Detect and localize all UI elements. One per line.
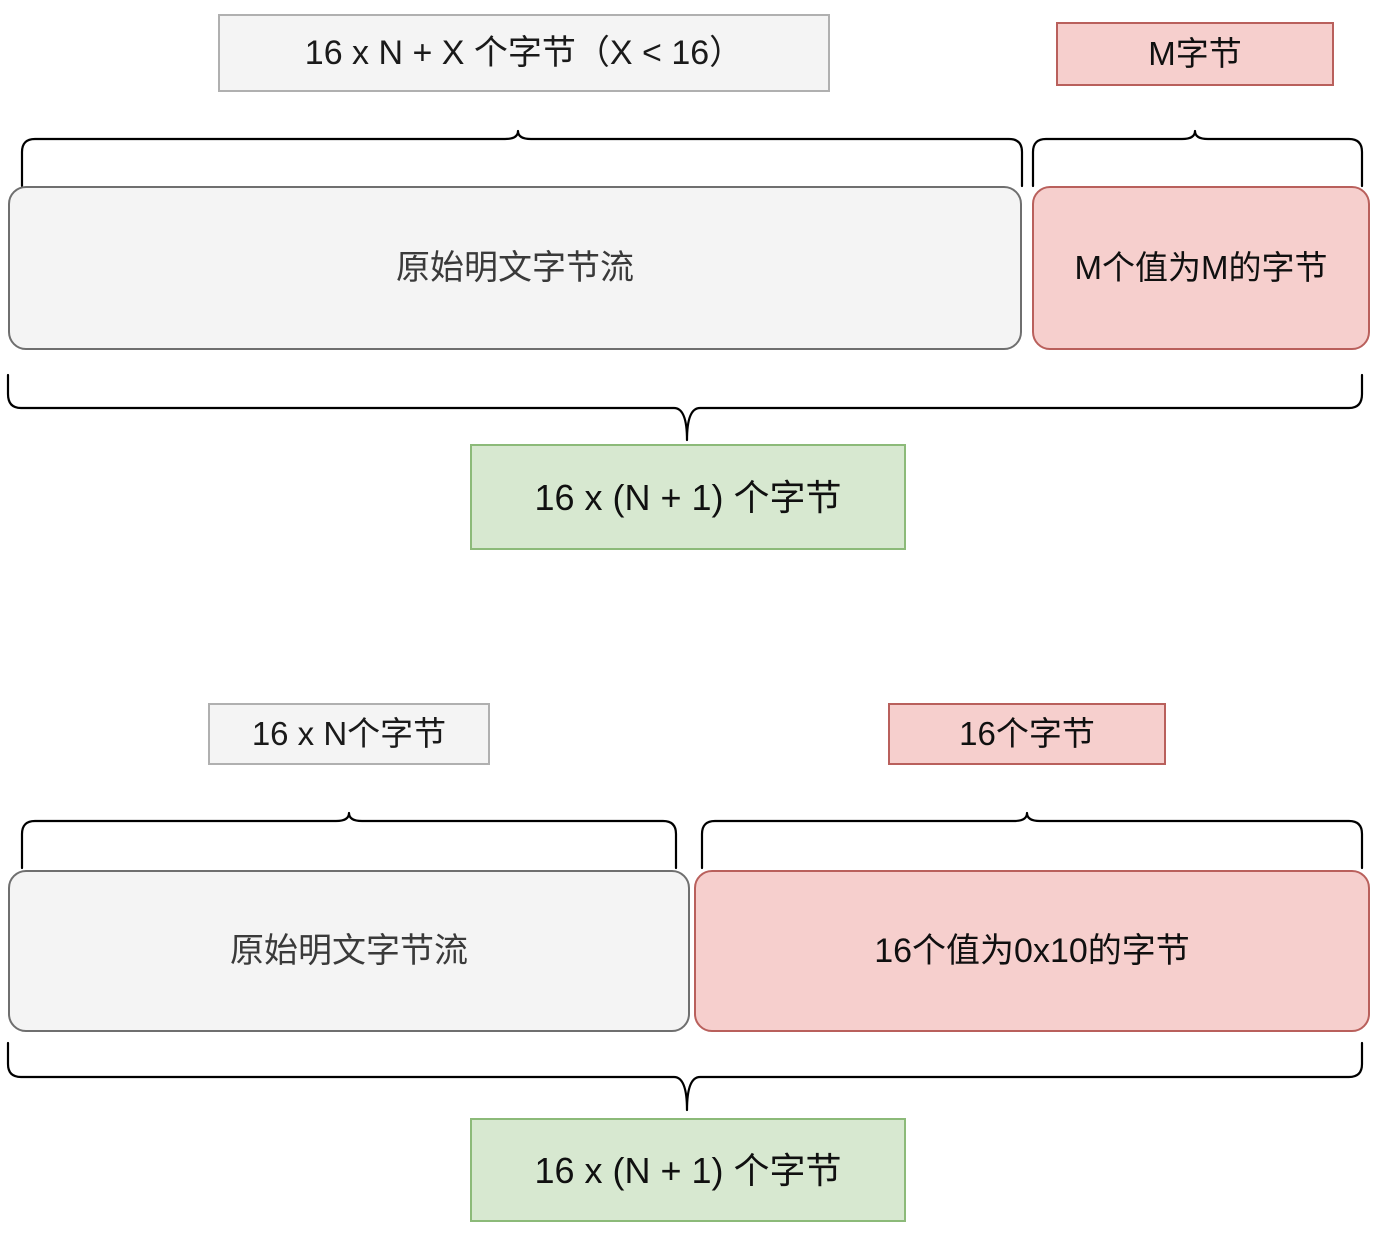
section1-total-brace <box>6 373 1364 442</box>
section2-plaintext-length-label: 16 x N个字节 <box>208 703 490 765</box>
section1-plaintext-length-label: 16 x N + X 个字节（X < 16） <box>218 14 830 92</box>
section1-padding-length-label: M字节 <box>1056 22 1334 86</box>
section1-padding-block: M个值为M的字节 <box>1032 186 1370 350</box>
section2-padding-block: 16个值为0x10的字节 <box>694 870 1370 1032</box>
section2-padding-brace <box>700 811 1364 870</box>
section2-padding-length-label: 16个字节 <box>888 703 1166 765</box>
section2-plaintext-block: 原始明文字节流 <box>8 870 690 1032</box>
section2-total-label: 16 x (N + 1) 个字节 <box>470 1118 906 1222</box>
section2-plaintext-brace <box>20 811 678 870</box>
section1-plaintext-block: 原始明文字节流 <box>8 186 1022 350</box>
section2-total-brace <box>6 1041 1364 1112</box>
section1-plaintext-brace <box>20 129 1024 188</box>
section1-padding-brace <box>1031 129 1364 188</box>
section1-total-label: 16 x (N + 1) 个字节 <box>470 444 906 550</box>
